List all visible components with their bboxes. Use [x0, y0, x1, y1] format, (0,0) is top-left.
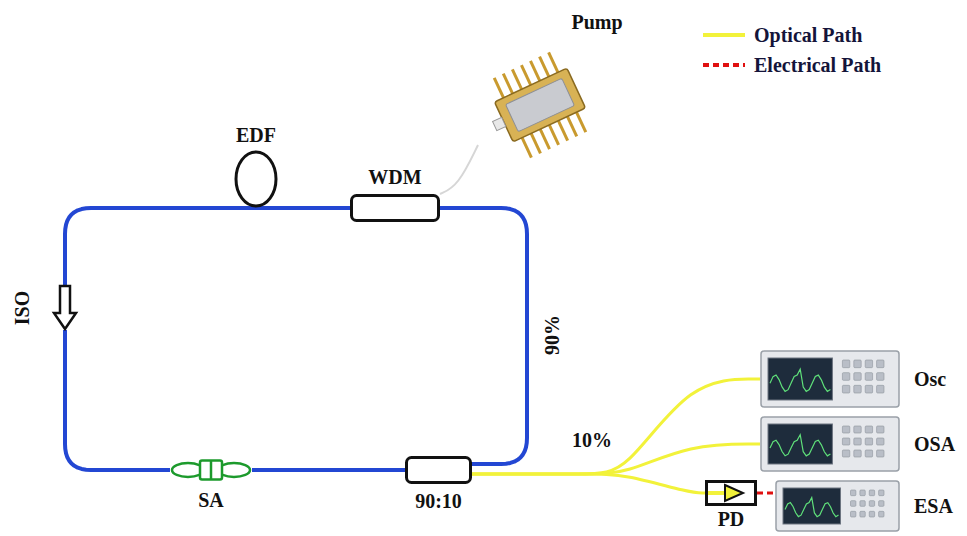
- component-label: ESA: [914, 495, 953, 517]
- component-label: SA: [198, 489, 224, 511]
- instrument-icon: [761, 417, 899, 471]
- optical-path: [472, 474, 705, 493]
- instrument-icon: [776, 481, 899, 531]
- electrical-analyzer-node: ESA: [775, 480, 900, 532]
- shape-outline: [760, 416, 900, 472]
- pump-laser-icon: [476, 48, 595, 166]
- fiber-link: [440, 208, 527, 464]
- shape-outline: [775, 480, 900, 532]
- fiber-link: [65, 208, 256, 285]
- shape-outline: [470, 35, 600, 185]
- shape-outline: [53, 285, 77, 330]
- fiber-link: [65, 330, 170, 470]
- instrument-icon: [761, 351, 899, 407]
- shape-outline: [170, 459, 252, 481]
- shape-outline: [760, 350, 900, 408]
- component-label: OSA: [914, 433, 955, 455]
- legend-label: Optical Path: [754, 24, 862, 46]
- component-label: PD: [718, 508, 745, 530]
- optical-legend-sample: [702, 29, 746, 41]
- isolator-node: ISO: [53, 285, 77, 330]
- saturable-absorber-icon: [172, 461, 250, 480]
- oscilloscope-node: Osc: [760, 350, 900, 408]
- electrical-legend-sample: [702, 59, 746, 71]
- shape-outline: [350, 194, 440, 222]
- legend-label: Electrical Path: [754, 54, 881, 76]
- electrical-path: [757, 492, 775, 495]
- legend-entry: Electrical Path: [702, 54, 881, 76]
- component-label: 90:10: [415, 490, 462, 512]
- component-label: Pump: [571, 11, 622, 33]
- optical-path: [472, 379, 760, 474]
- fiber-link: [256, 206, 350, 210]
- spectrum-analyzer-node: OSA: [760, 416, 900, 472]
- legend-entry: Optical Path: [702, 24, 862, 46]
- shape-outline: [234, 150, 278, 208]
- optical-path: [472, 444, 760, 474]
- split-ratio-label: 90%: [541, 313, 563, 357]
- shape-outline: [705, 480, 757, 506]
- fiber-link: [252, 468, 405, 472]
- component-label: EDF: [236, 124, 276, 146]
- photodetector-icon: [707, 482, 756, 505]
- isolator-arrow: [54, 286, 76, 329]
- fiber-coil-node: EDF: [234, 150, 278, 208]
- fiber-coil: [236, 152, 276, 206]
- component-box: [352, 196, 439, 221]
- photodetector-node: PD: [705, 480, 757, 506]
- pump-fiber: [440, 145, 478, 194]
- wdm-box: WDM: [350, 194, 440, 222]
- component-box: [407, 458, 471, 483]
- component-label: Osc: [914, 368, 946, 390]
- component-label: WDM: [368, 166, 421, 188]
- absorber-node: SA: [170, 459, 252, 481]
- component-label: ISO: [11, 291, 33, 325]
- split-ratio-label: 10%: [570, 429, 614, 451]
- shape-outline: [405, 456, 472, 484]
- coupler-box: 90:10: [405, 456, 472, 484]
- pump-node: Pump: [470, 35, 600, 185]
